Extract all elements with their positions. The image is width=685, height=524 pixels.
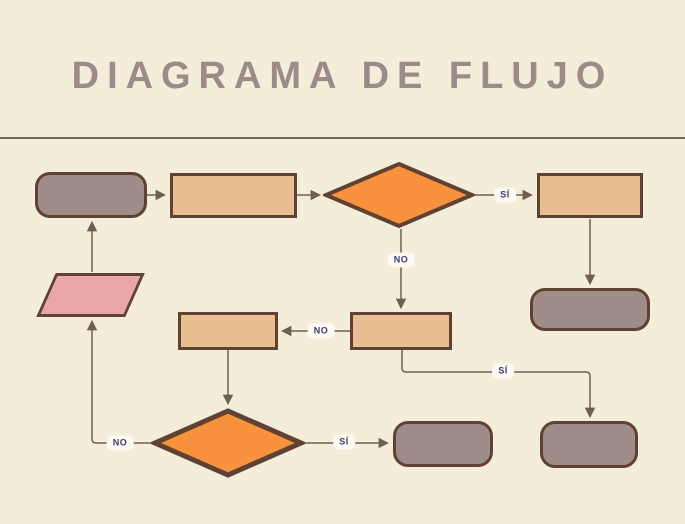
decision-diamond-2-shape bbox=[151, 408, 305, 478]
edge-label-decision2-no: NO bbox=[106, 435, 134, 451]
header-divider bbox=[0, 137, 685, 139]
process-node-1 bbox=[170, 173, 297, 218]
process-node-2 bbox=[537, 173, 643, 218]
edge-decision2-no-to-data bbox=[86, 319, 153, 444]
page-title: DIAGRAMA DE FLUJO bbox=[71, 55, 614, 97]
edge-label-decision1-yes: SÍ bbox=[494, 187, 516, 203]
terminator-node-4 bbox=[540, 421, 638, 468]
decision-diamond-1 bbox=[323, 161, 475, 229]
edge-process4-yes-to-terminator4 bbox=[401, 350, 596, 419]
terminator-node-start bbox=[35, 172, 147, 218]
terminator-node-2 bbox=[530, 288, 650, 331]
process-node-3 bbox=[178, 312, 278, 350]
terminator-node-3 bbox=[393, 421, 493, 467]
decision-diamond-1-shape bbox=[323, 161, 475, 229]
edge-label-decision1-no: NO bbox=[387, 252, 415, 268]
edge-label-check-no: NO bbox=[307, 323, 335, 339]
decision-diamond-2 bbox=[151, 408, 305, 478]
edge-label-check-yes: SÍ bbox=[492, 363, 514, 379]
edge-label-decision2-yes: SÍ bbox=[333, 434, 355, 450]
process-node-4 bbox=[350, 312, 452, 350]
